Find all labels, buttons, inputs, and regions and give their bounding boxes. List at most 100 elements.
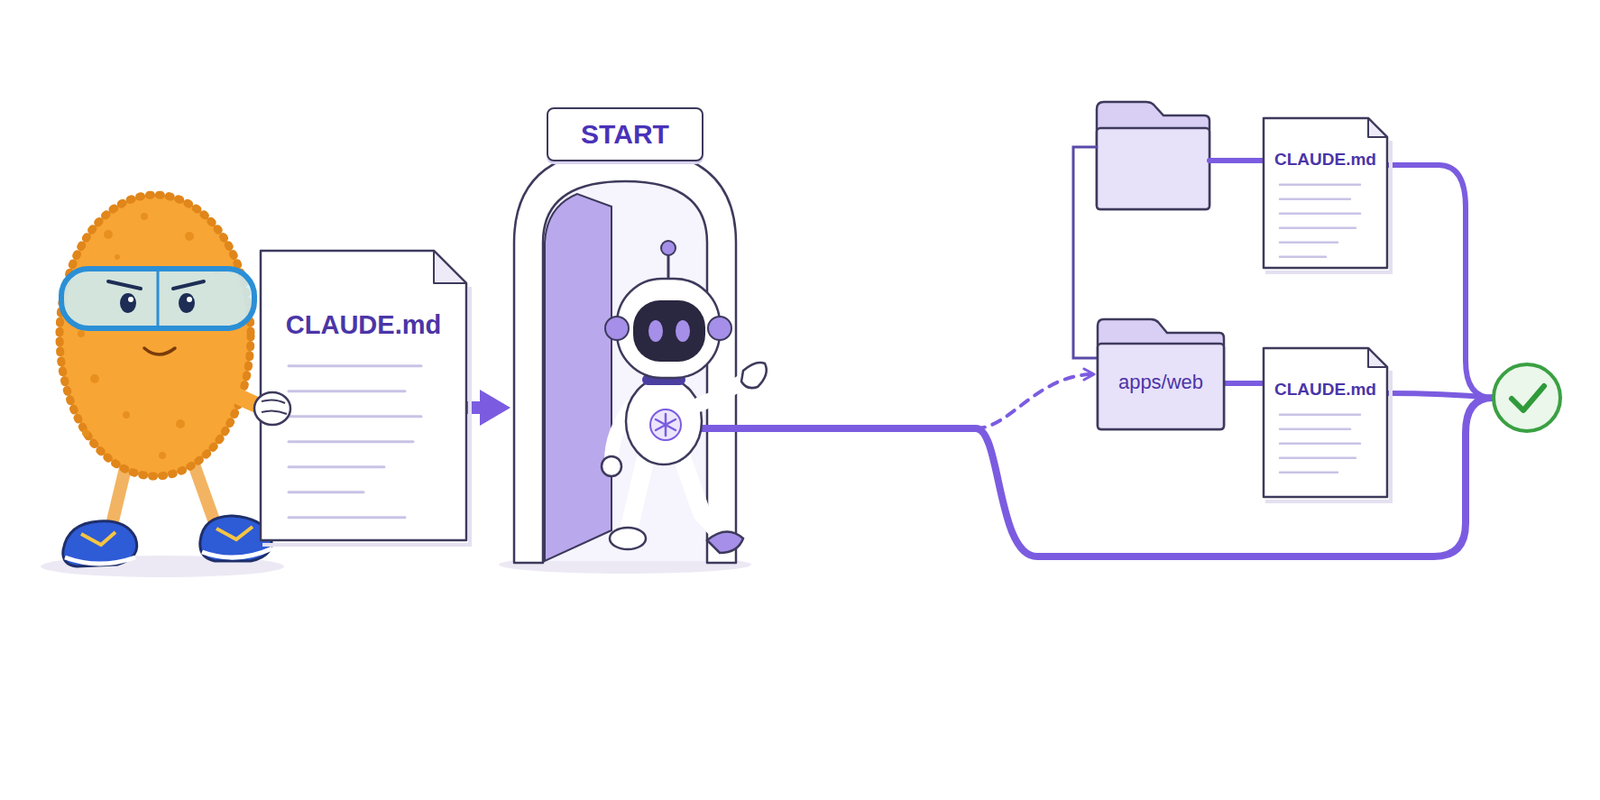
folder-box: apps/web <box>1096 318 1225 431</box>
drawing-part <box>288 440 414 443</box>
drawing-part <box>629 457 646 527</box>
drawing-part <box>1096 128 1210 210</box>
drawing-part <box>1097 343 1224 430</box>
drawing-part <box>202 548 273 558</box>
drawing-part <box>193 464 217 528</box>
drawing-part <box>260 250 467 541</box>
drawing-part <box>1368 118 1388 138</box>
drawing-part <box>1279 198 1351 202</box>
connector-line <box>739 424 976 433</box>
file-name: CLAUDE.md <box>285 309 442 341</box>
drawing-part <box>655 413 676 436</box>
drawing-part <box>1279 413 1361 417</box>
drawing-part <box>261 399 287 414</box>
connector <box>739 374 1095 429</box>
drawing-part <box>122 411 130 419</box>
mascot <box>40 194 285 578</box>
drawing-part <box>1279 457 1356 460</box>
drawing-part <box>140 212 148 221</box>
drawing-part <box>661 240 676 256</box>
drawing-part <box>173 281 204 289</box>
start-door: START <box>510 107 740 567</box>
glove-hand <box>254 392 291 425</box>
drawing-part <box>1279 471 1338 475</box>
drawing-part <box>144 348 175 355</box>
drawing-part <box>288 490 364 494</box>
drawing-part <box>616 278 720 378</box>
flow-lines <box>975 147 1493 557</box>
drawing-part <box>975 397 1493 557</box>
drawing-part <box>288 515 405 519</box>
drawing-part <box>184 231 194 241</box>
drawing-part <box>82 429 90 437</box>
connector-line <box>975 374 1095 429</box>
connector <box>1224 383 1263 385</box>
drawing-part <box>1073 147 1097 359</box>
drawing-part <box>1279 256 1326 259</box>
drawing-part <box>64 200 246 471</box>
drawing-part <box>90 374 100 384</box>
drawing-part <box>741 362 767 388</box>
drawing-part <box>77 212 221 460</box>
folder-icon <box>1096 101 1210 210</box>
drawing-part <box>698 377 747 405</box>
drawing-part <box>1096 101 1210 210</box>
drawing-part <box>514 148 736 563</box>
drawing-part <box>288 414 422 418</box>
door-outline <box>510 107 740 567</box>
start-sign: START <box>546 107 704 162</box>
drawing-part <box>108 281 141 289</box>
document-file: CLAUDE.md <box>1262 347 1389 498</box>
drawing-part <box>667 253 671 281</box>
drawing-part <box>61 268 255 329</box>
drawing-part <box>1097 319 1224 430</box>
drawing-part <box>64 557 136 564</box>
drawing-part <box>609 527 646 550</box>
drawing-part <box>175 419 185 429</box>
drawing-part <box>1368 348 1388 368</box>
drawing-part <box>675 320 690 342</box>
document-file: CLAUDE.md <box>259 249 468 542</box>
drawing-part <box>1209 157 1263 164</box>
drawing-part <box>288 364 422 368</box>
drawing-part <box>1279 212 1361 216</box>
drawing-part <box>81 532 116 545</box>
drawing-part <box>288 389 405 393</box>
drawing-part <box>1279 227 1356 230</box>
drawing-part <box>103 229 113 240</box>
drawing-part <box>601 456 622 477</box>
robot <box>601 240 767 553</box>
drawing-part <box>681 457 718 532</box>
file-name: CLAUDE.md <box>1274 149 1377 171</box>
drawing-part <box>1388 393 1493 398</box>
drawing-part <box>648 320 663 342</box>
drawing-part <box>650 409 681 441</box>
drawing-part <box>1493 364 1561 432</box>
drawing-part <box>1279 442 1361 446</box>
drawing-part <box>1279 183 1361 187</box>
drawing-part <box>254 392 291 425</box>
drawing-part <box>433 250 467 284</box>
drawing-part <box>1388 165 1493 398</box>
document-file: CLAUDE.md <box>1262 117 1389 269</box>
folder-name: apps/web <box>1118 370 1204 395</box>
check-mark <box>1493 364 1561 432</box>
drawing-part <box>288 465 385 469</box>
doc-outline <box>1262 347 1389 498</box>
connector-line <box>1224 380 1263 387</box>
drawing-part <box>1511 386 1545 411</box>
drawing-part <box>1279 428 1351 432</box>
drawing-part <box>114 254 120 260</box>
drawing-part <box>158 451 166 460</box>
file-name: CLAUDE.md <box>1274 379 1377 401</box>
drawing-part <box>544 193 612 561</box>
drawing-part <box>1279 241 1338 245</box>
drawing-part <box>605 316 629 341</box>
drawing-part <box>119 293 137 313</box>
drawing-part <box>1263 348 1388 497</box>
drawing-part <box>708 316 732 341</box>
drawing-part <box>1263 118 1388 268</box>
drawing-part <box>633 300 706 362</box>
drawing-part <box>216 526 253 540</box>
